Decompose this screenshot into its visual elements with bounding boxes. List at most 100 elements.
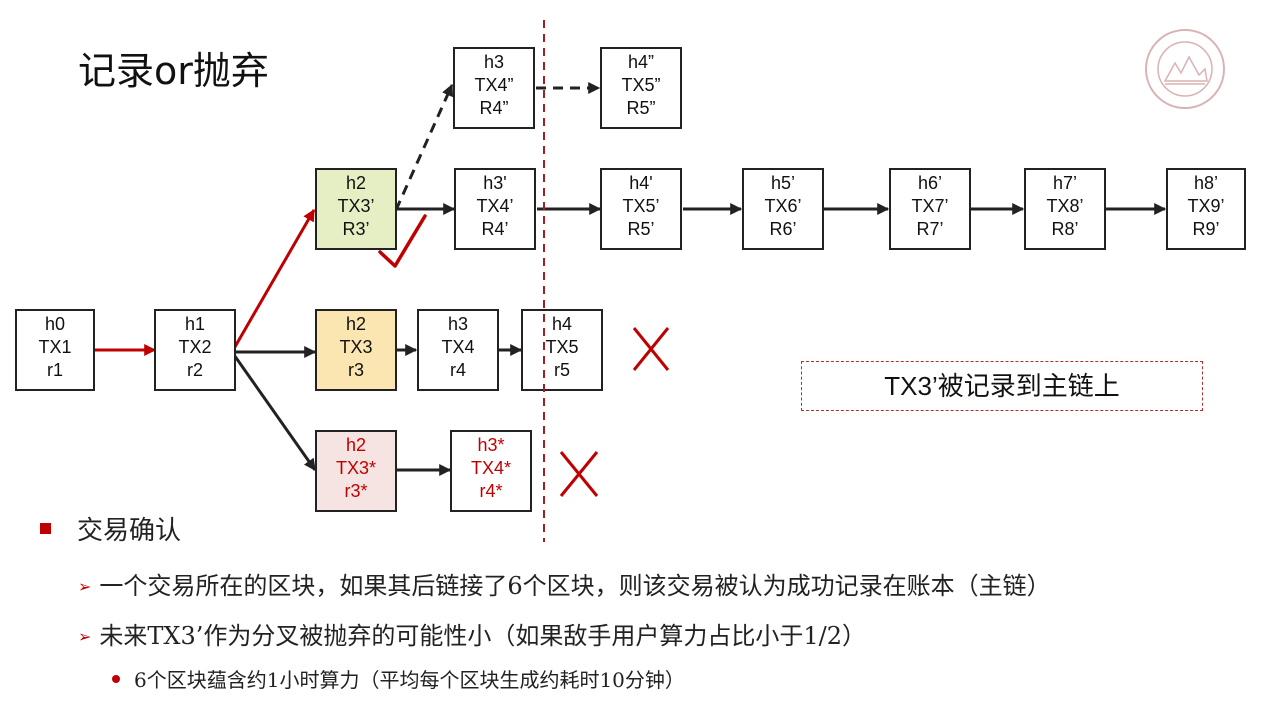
block-line: h6’: [918, 173, 942, 193]
block-line: h4: [552, 314, 572, 334]
block-line: TX4”: [474, 75, 513, 95]
arrow-h1-h2-prime: [230, 208, 316, 353]
cross-mark-icon: [559, 451, 599, 497]
block-h7-prime: h7’ TX8’ R8’: [1024, 168, 1106, 250]
block-line: h4': [629, 173, 652, 193]
block-line: h8’: [1194, 173, 1218, 193]
arrow-h2-prime-h3-double-prime: [394, 83, 454, 211]
block-line: TX9’: [1187, 196, 1224, 216]
block-line: R5’: [627, 219, 654, 239]
dot-bullet-icon: [112, 674, 120, 683]
block-box: [417, 309, 499, 391]
block-line: TX3*: [336, 458, 376, 478]
block-h4-double-prime: h4” TX5” R5”: [600, 47, 682, 129]
bullet-sub-1-text: 一个交易所在的区块，如果其后链接了6个区块，则该交易被认为成功记录在账本（主链）: [99, 572, 1051, 600]
block-line: h3*: [477, 435, 504, 455]
block-line: TX3’: [337, 196, 374, 216]
block-box: [315, 430, 397, 512]
block-line: TX4: [441, 337, 474, 357]
block-h3-prime: h3' TX4’ R4’: [454, 168, 536, 250]
block-h6-prime: h6’ TX7’ R7’: [889, 168, 971, 250]
block-line: TX8’: [1046, 196, 1083, 216]
block-box: [453, 47, 535, 129]
arrow-bullet-icon: ➢: [78, 577, 92, 596]
bullet-sub-2-text: 未来TX3’作为分叉被抛弃的可能性小（如果敌手用户算力占比小于1/2）: [99, 622, 867, 650]
block-line: h3': [483, 173, 506, 193]
block-line: r4: [450, 360, 466, 380]
bullet-sub-1: ➢ 一个交易所在的区块，如果其后链接了6个区块，则该交易被认为成功记录在账本（主链…: [78, 566, 1051, 601]
square-bullet-icon: [40, 523, 51, 534]
block-line: R6’: [769, 219, 796, 239]
block-box: [154, 309, 236, 391]
block-line: r3*: [344, 481, 367, 501]
arrow-bullet-icon: ➢: [78, 627, 92, 646]
block-line: h0: [45, 314, 65, 334]
block-line: R8’: [1051, 219, 1078, 239]
block-line: TX5”: [621, 75, 660, 95]
block-box: [315, 168, 397, 250]
block-box: [742, 168, 824, 250]
block-line: TX7’: [911, 196, 948, 216]
block-h8-prime: h8’ TX9’ R9’: [1166, 168, 1246, 250]
arrow-h1-h2-star: [230, 351, 317, 471]
block-line: h3: [448, 314, 468, 334]
edges: [94, 82, 1167, 476]
block-box: [454, 168, 536, 250]
block-line: r1: [47, 360, 63, 380]
block-line: R7’: [916, 219, 943, 239]
block-line: h2: [346, 173, 366, 193]
block-box: [15, 309, 95, 391]
block-h4-prime: h4' TX5’ R5’: [600, 168, 682, 250]
block-box: [521, 309, 603, 391]
block-line: h3: [484, 52, 504, 72]
block-line: TX4’: [476, 196, 513, 216]
block-line: h4”: [628, 52, 654, 72]
block-line: h2: [346, 314, 366, 334]
university-seal-icon: [1145, 29, 1225, 109]
cross-mark-icon: [632, 327, 670, 371]
bullet-subsub-text: 6个区块蕴含约1小时算力（平均每个区块生成约耗时10分钟）: [134, 668, 685, 692]
check-mark-icon: [378, 214, 427, 268]
block-box: [1166, 168, 1246, 250]
block-h5-prime: h5’ TX6’ R6’: [742, 168, 824, 250]
block-line: TX5’: [622, 196, 659, 216]
block-h3-star: h3* TX4* r4*: [450, 430, 532, 512]
block-line: h2: [346, 435, 366, 455]
block-line: TX2: [178, 337, 211, 357]
block-line: R4’: [481, 219, 508, 239]
block-line: h1: [185, 314, 205, 334]
page-title: 记录or抛弃: [78, 49, 269, 93]
block-line: R9’: [1192, 219, 1219, 239]
block-line: h5’: [771, 173, 795, 193]
block-box: [450, 430, 532, 512]
bullet-sub-2: ➢ 未来TX3’作为分叉被抛弃的可能性小（如果敌手用户算力占比小于1/2）: [78, 616, 866, 651]
block-line: TX4*: [471, 458, 511, 478]
block-line: TX5: [545, 337, 578, 357]
block-box: [1024, 168, 1106, 250]
block-line: TX6’: [764, 196, 801, 216]
block-line: R4”: [479, 98, 508, 118]
bullet-subsub: 6个区块蕴含约1小时算力（平均每个区块生成约耗时10分钟）: [112, 664, 685, 693]
block-line: r2: [187, 360, 203, 380]
block-line: r4*: [479, 481, 502, 501]
block-line: TX1: [38, 337, 71, 357]
block-line: R3’: [342, 219, 369, 239]
bullet-main-text: 交易确认: [77, 516, 182, 546]
block-line: r5: [554, 360, 570, 380]
result-note: TX3’被记录到主链上: [801, 361, 1203, 411]
block-box: [600, 47, 682, 129]
block-box: [315, 309, 397, 391]
block-line: h7’: [1053, 173, 1077, 193]
block-line: TX3: [339, 337, 372, 357]
block-line: r3: [348, 360, 364, 380]
block-line: R5”: [626, 98, 655, 118]
